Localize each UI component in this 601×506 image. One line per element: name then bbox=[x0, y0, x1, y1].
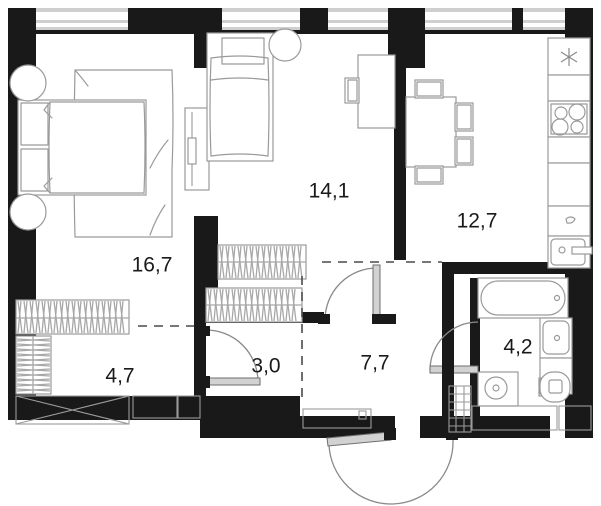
second-bedroom-furniture bbox=[206, 28, 396, 162]
dining-chair bbox=[414, 165, 444, 185]
desk bbox=[357, 54, 396, 129]
room-label-kitchen: 12,7 bbox=[457, 210, 498, 233]
room-label-second-bedroom: 14,1 bbox=[309, 180, 350, 203]
low-cabinet bbox=[15, 395, 130, 425]
door-arc bbox=[324, 267, 378, 321]
pillow bbox=[20, 148, 49, 192]
kitchen-cabinet bbox=[547, 136, 591, 164]
dining-chair bbox=[454, 136, 474, 166]
dining-chair bbox=[454, 102, 474, 132]
bathroom-fixtures bbox=[448, 277, 592, 433]
closets bbox=[15, 244, 307, 425]
door-leaf bbox=[201, 377, 261, 386]
pillow bbox=[221, 37, 265, 65]
round-nightstand bbox=[268, 28, 302, 62]
snowflake-icon bbox=[560, 48, 578, 66]
pillow bbox=[20, 102, 49, 146]
round-nightstand bbox=[9, 64, 47, 102]
room-label-master-bedroom: 16,7 bbox=[132, 254, 173, 277]
opening-lines bbox=[138, 261, 442, 400]
kitchen-furniture bbox=[405, 37, 593, 269]
room-label-corridor-small: 3,0 bbox=[251, 355, 280, 378]
bath-cabinet bbox=[558, 405, 592, 431]
bathtub bbox=[477, 277, 569, 319]
door-arc bbox=[429, 321, 479, 371]
hallway-furniture bbox=[302, 408, 372, 429]
doors bbox=[200, 264, 479, 505]
washbasin bbox=[539, 317, 573, 359]
round-nightstand bbox=[9, 193, 47, 231]
dining-chair bbox=[414, 79, 444, 99]
door-arc bbox=[205, 329, 259, 383]
room-label-wardrobe-room: 4,7 bbox=[105, 365, 134, 388]
bath-cabinet bbox=[471, 405, 558, 431]
kitchen-cabinet bbox=[547, 205, 591, 237]
room-label-hallway: 7,7 bbox=[360, 352, 389, 375]
kitchen-cabinet bbox=[547, 162, 591, 207]
cabinet bbox=[177, 395, 201, 419]
master-bedroom-furniture bbox=[9, 64, 210, 238]
kitchen-cabinet bbox=[547, 74, 591, 102]
cooktop-four-burner bbox=[547, 100, 591, 138]
entrance-door-arc bbox=[328, 439, 454, 505]
toilet bbox=[539, 371, 571, 403]
room-label-bathroom: 4,2 bbox=[503, 336, 532, 359]
cabinet bbox=[132, 395, 178, 419]
tile-strip bbox=[448, 385, 472, 433]
room-labels: 16,7 14,1 12,7 4,7 3,0 7,7 4,2 bbox=[105, 180, 532, 388]
door-leaf bbox=[372, 264, 381, 323]
shoe-cabinet bbox=[302, 408, 372, 429]
dining-table bbox=[405, 96, 457, 168]
